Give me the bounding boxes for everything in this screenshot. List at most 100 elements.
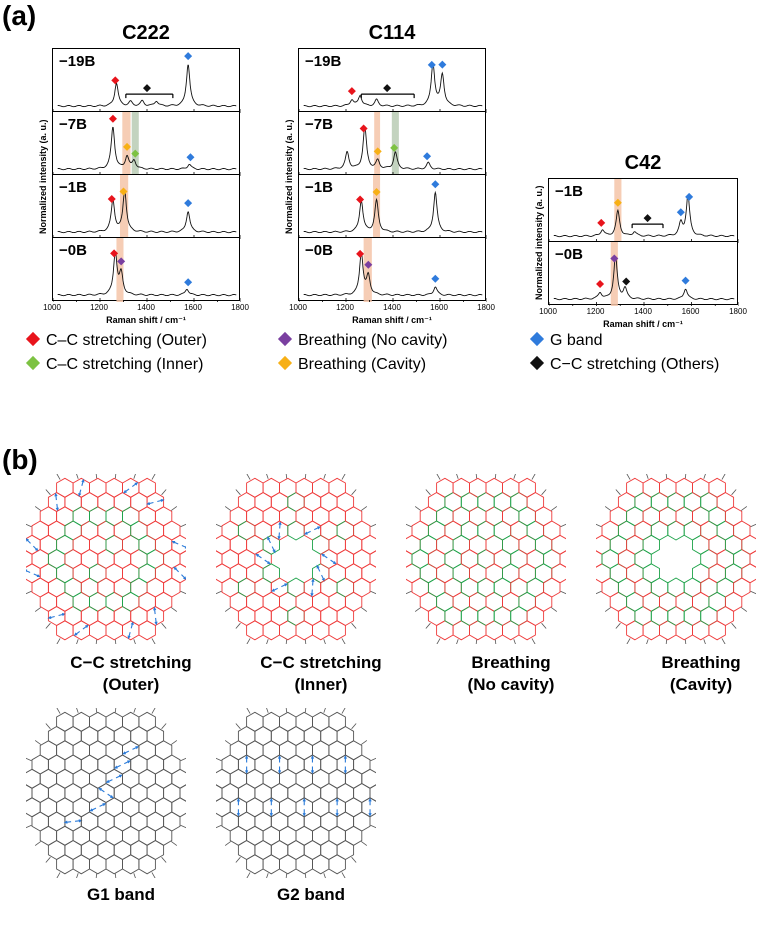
edge-bond	[56, 638, 61, 644]
peak-marker	[359, 124, 368, 133]
legend-item: G band	[529, 331, 602, 350]
edge-bond	[133, 708, 136, 713]
arrowhead-icon	[310, 755, 315, 759]
mode-label: G1 band	[26, 884, 216, 906]
edge-bond	[133, 639, 136, 644]
edge-bond	[246, 872, 251, 878]
edge-bond	[604, 506, 612, 511]
edge-bond	[304, 708, 307, 713]
hexagon-ring	[179, 784, 186, 802]
edge-bond	[684, 639, 687, 644]
peak-marker	[111, 76, 120, 85]
mode-label-line2: (Cavity)	[669, 675, 733, 694]
arrowhead-icon	[278, 521, 282, 525]
arrowhead-icon	[182, 576, 186, 580]
edge-bond	[436, 638, 441, 644]
edge-bond	[370, 590, 376, 595]
edge-bond	[216, 824, 222, 829]
hexagon-ring	[369, 550, 376, 568]
arrowhead-icon	[266, 560, 271, 565]
peak-marker	[383, 84, 392, 93]
mode-label-line2: (No cavity)	[467, 675, 555, 694]
edge-bond	[414, 506, 422, 511]
edge-bond	[731, 489, 737, 496]
spectrum-line	[553, 255, 735, 301]
edge-bond	[224, 841, 232, 846]
arrowhead-icon	[173, 566, 178, 571]
hexagon-ring	[171, 797, 186, 818]
lattice-diagram	[26, 708, 186, 878]
edge-bond	[56, 474, 61, 480]
x-tick-label: 1400	[383, 303, 401, 312]
hexagon-ring	[171, 534, 186, 555]
panel-label-a: (a)	[2, 0, 37, 31]
edge-bond	[541, 622, 547, 629]
legend-item: C−C stretching (Others)	[529, 355, 719, 374]
edge-bond	[406, 523, 412, 528]
edge-bond	[596, 523, 602, 528]
hexagon-ring	[361, 534, 376, 555]
edge-bond	[95, 708, 98, 713]
spectrum-subplot: −1B	[52, 174, 241, 239]
edge-bond	[494, 474, 497, 479]
edge-bond	[161, 856, 167, 863]
edge-bond	[323, 873, 326, 878]
arrowhead-icon	[343, 770, 347, 774]
spectrum-line	[57, 251, 237, 297]
peak-marker	[108, 114, 117, 123]
x-tick-label: 1000	[289, 303, 307, 312]
sample-label: −0B	[59, 242, 87, 259]
edge-bond	[114, 474, 117, 479]
peak-marker	[372, 188, 381, 197]
x-tick-label: 1600	[681, 307, 700, 316]
mode-label-line2: (Outer)	[102, 675, 160, 694]
edge-bond	[596, 590, 602, 595]
hexagon-ring	[26, 768, 41, 789]
edge-bond	[341, 872, 346, 878]
arrowhead-icon	[54, 492, 58, 497]
edge-bond	[360, 841, 368, 846]
edge-bond	[646, 474, 649, 479]
edge-bond	[323, 708, 326, 713]
legend-item: C–C stretching (Outer)	[25, 331, 207, 350]
arrowhead-icon	[160, 498, 165, 503]
edge-bond	[351, 723, 357, 730]
edge-bond	[341, 474, 346, 480]
edge-bond	[235, 856, 241, 863]
spectrum-line	[303, 190, 483, 234]
hexagon-ring	[596, 534, 611, 555]
arrowhead-icon	[73, 632, 78, 636]
edge-bond	[436, 474, 441, 480]
edge-bond	[323, 474, 326, 479]
arrowhead-icon	[255, 553, 260, 558]
mode-label-line1: Breathing	[661, 653, 741, 672]
edge-bond	[133, 873, 136, 878]
mode-label-line1: C−C stretching	[260, 653, 382, 672]
edge-bond	[475, 474, 478, 479]
edge-bond	[615, 489, 621, 496]
edge-bond	[425, 622, 431, 629]
arrowhead-icon	[277, 755, 282, 759]
peak-marker	[438, 60, 447, 69]
peak-marker	[143, 84, 151, 93]
panel-label-b: (b)	[2, 444, 38, 475]
mode-label-line1: G2 band	[276, 885, 345, 904]
edge-bond	[285, 639, 288, 644]
spectrum-subplot: −19B	[298, 48, 487, 113]
arrowhead-icon	[269, 813, 273, 817]
arrowhead-icon	[245, 770, 249, 774]
peak-marker	[390, 143, 399, 152]
edge-bond	[180, 523, 186, 528]
edge-bond	[235, 622, 241, 629]
arrowhead-icon	[311, 578, 315, 582]
spectrum-line	[57, 126, 237, 171]
edge-bond	[750, 590, 756, 595]
arrowhead-icon	[335, 797, 339, 802]
arrowhead-icon	[310, 593, 314, 597]
x-tick-label: 1800	[231, 303, 249, 312]
highlight-band	[131, 112, 139, 176]
arrowhead-icon	[245, 755, 249, 759]
peak-marker	[119, 187, 128, 196]
edge-bond	[560, 590, 566, 595]
lattice-diagram	[216, 474, 376, 644]
